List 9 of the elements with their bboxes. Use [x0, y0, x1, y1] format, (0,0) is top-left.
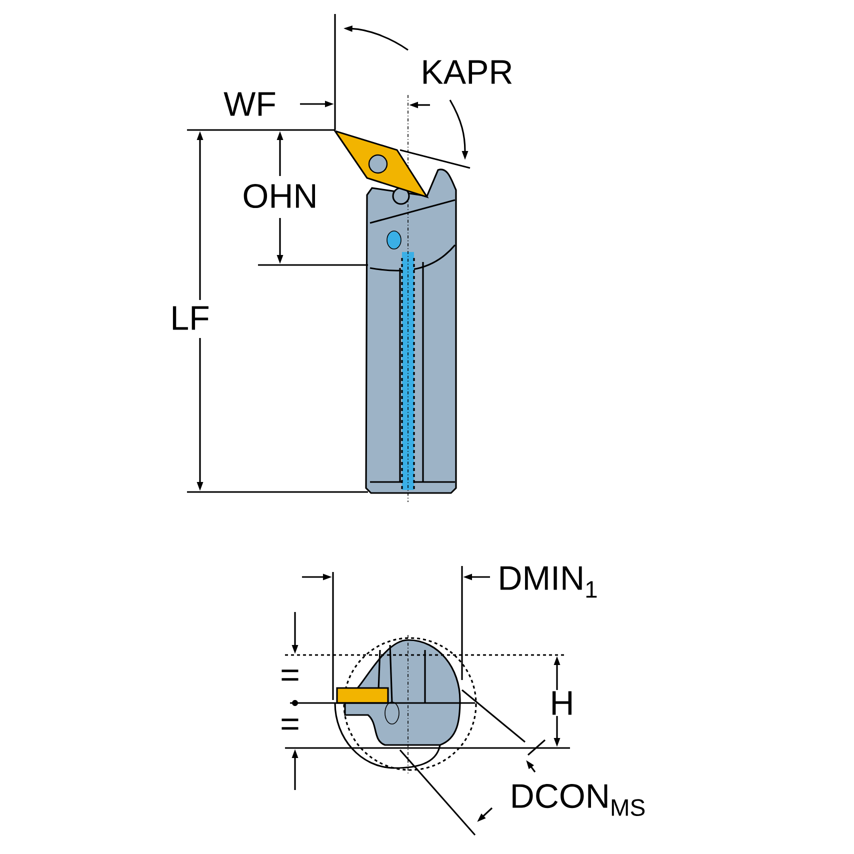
- dimension-label: DCON$_{MS}$: [512, 784, 645, 816]
- dimension-label: DMIN$_{1}$: [500, 566, 597, 598]
- dimension-label: LF: [172, 306, 208, 330]
- dimension-label: H: [552, 691, 572, 715]
- dimension-label: =: [282, 718, 298, 730]
- dimension-label: OHN: [244, 184, 315, 208]
- dimension-label: =: [282, 670, 298, 681]
- dimension-label: WF: [224, 92, 276, 116]
- dimension-label: KAPR: [424, 60, 512, 84]
